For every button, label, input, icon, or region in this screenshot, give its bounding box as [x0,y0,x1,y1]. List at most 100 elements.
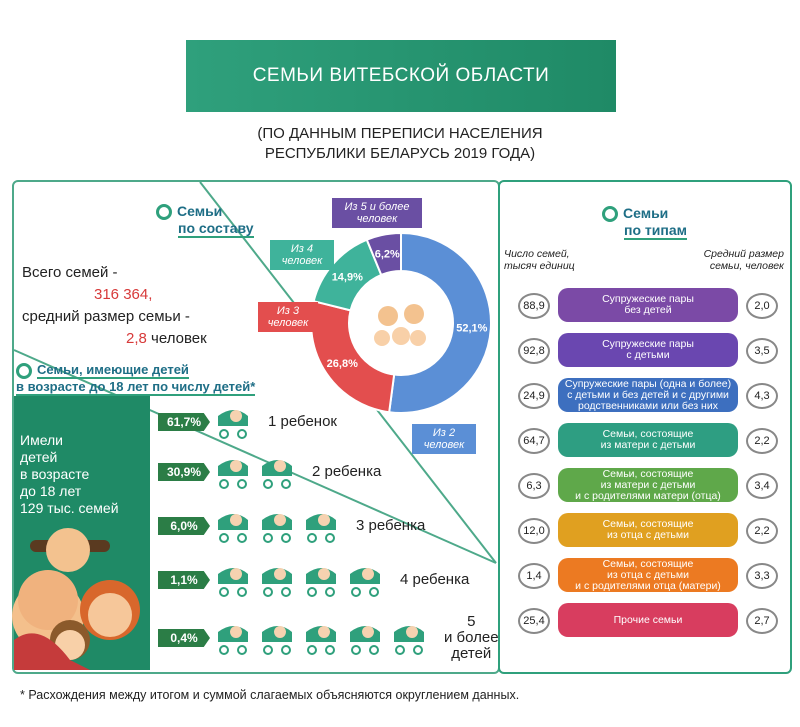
children-row: 0,4%5 и более детей [158,614,499,662]
children-count-label: 3 ребенка [356,517,426,534]
children-pct-badge: 61,7% [158,413,210,431]
stroller-icon [390,618,430,658]
stroller-icon [214,402,254,442]
page-subtitle: (ПО ДАННЫМ ПЕРЕПИСИ НАСЕЛЕНИЯ РЕСПУБЛИКИ… [150,124,650,164]
bullet-ring-icon [602,206,618,223]
family-face-2 [392,327,410,345]
callout-s4: Из 4 человек [270,240,334,270]
family-type-size: 2,0 [746,293,778,319]
types-heading: Семьи по типам [602,205,687,241]
total-value: 316 364, [94,286,153,303]
family-type-label: Супружеские пары без детей [558,288,738,322]
types-heading-line-2: по типам [624,222,687,241]
donut-center [353,275,449,371]
children-row: 6,0% 3 ребенка [158,506,425,546]
family-type-count: 88,9 [518,293,550,319]
family-type-size: 3,5 [746,338,778,364]
family-type-size: 3,3 [746,563,778,589]
children-heading-line-1: Семьи, имеющие детей [37,362,189,379]
children-note-line-4: до 18 лет [20,483,82,499]
family-type-label: Супружеские пары (одна и более) с детьми… [558,378,738,412]
children-count-label: 1 ребенок [268,413,337,430]
stroller-icon [214,618,254,658]
callout-s3: Из 3 человек [258,302,318,332]
children-row: 61,7% 1 ребенок [158,402,337,442]
children-note-line-2: детей [20,449,58,465]
children-row: 30,9% 2 ребенка [158,452,381,492]
family-type-label: Семьи, состоящие из отца с детьми [558,513,738,547]
total-label: Всего семей - [22,264,118,281]
family-type-size: 3,4 [746,473,778,499]
family-type-label: Прочие семьи [558,603,738,637]
children-count-label: 4 ребенка [400,571,470,588]
family-type-count: 92,8 [518,338,550,364]
subtitle-line-2: РЕСПУБЛИКИ БЕЛАРУСЬ 2019 ГОДА) [264,145,536,162]
children-pct-badge: 1,1% [158,571,210,589]
family-face-3 [410,330,426,346]
right-panel-frame [498,180,792,674]
family-type-size: 4,3 [746,383,778,409]
types-left-column-head: Число семей, тысяч единиц [504,248,575,272]
avg-unit: человек [151,330,207,347]
stroller-icon [346,618,386,658]
donut-label-s2: 52,1% [456,323,487,335]
avg-value: 2,8 [126,330,147,347]
family-type-row: Прочие семьи 25,4 2,7 [518,603,778,637]
stroller-icon [214,452,254,492]
callout-s2: Из 2 человек [412,424,476,454]
children-note-line-1: Имели [20,432,63,448]
donut-slice-s5 [365,231,402,277]
family-type-label: Семьи, состоящие из отца с детьми и с ро… [558,558,738,592]
family-type-size: 2,2 [746,518,778,544]
stroller-icon [302,618,342,658]
family-type-row: Супружеские пары (одна и более) с детьми… [518,378,778,412]
stroller-icon [214,506,254,546]
donut-slice-s2 [388,231,492,414]
callout-s5: Из 5 и более человек [332,198,422,228]
children-note: Имели детей в возрасте до 18 лет 129 тыс… [20,432,128,517]
family-type-count: 1,4 [518,563,550,589]
children-heading-line-2: в возрасте до 18 лет по числу детей* [16,378,256,396]
family-face-0 [378,306,398,326]
children-note-line-3: в возрасте [20,466,90,482]
family-type-count: 25,4 [518,608,550,634]
total-families-text: Всего семей - 316 364, средний размер се… [22,262,207,350]
children-count-label: 2 ребенка [312,463,382,480]
stroller-icon [214,560,254,600]
composition-heading-line-2: по составу [178,220,254,239]
family-face-1 [404,304,424,324]
family-face-4 [374,330,390,346]
children-row: 1,1% 4 ребенка [158,560,469,600]
stroller-icon [302,560,342,600]
family-type-row: Супружеские пары без детей 88,9 2,0 [518,288,778,322]
family-type-label: Семьи, состоящие из матери с детьми [558,423,738,457]
stroller-icon [258,560,298,600]
stroller-icon [258,506,298,546]
family-type-size: 2,7 [746,608,778,634]
family-type-label: Семьи, состоящие из матери с детьми и с … [558,468,738,502]
children-heading: Семьи, имеющие детей в возрасте до 18 ле… [16,362,256,396]
types-right-column-head: Средний размер семьи, человек [703,248,784,272]
types-heading-line-1: Семьи [623,205,669,221]
bullet-ring-icon [156,204,172,221]
composition-heading-line-1: Семьи [177,203,223,219]
family-type-row: Семьи, состоящие из отца с детьми 12,0 2,2 [518,513,778,547]
avg-label: средний размер семьи - [22,308,190,325]
donut-label-s3: 26,8% [327,358,358,370]
stroller-icon [346,560,386,600]
donut-label-s5: 6,2% [375,248,400,260]
stroller-icon [258,452,298,492]
children-pct-badge: 6,0% [158,517,210,535]
composition-heading: Семьи по составу [156,203,254,239]
family-type-count: 6,3 [518,473,550,499]
children-pct-badge: 30,9% [158,463,210,481]
children-count-label: 5 и более детей [444,613,499,662]
subtitle-line-1: (ПО ДАННЫМ ПЕРЕПИСИ НАСЕЛЕНИЯ [257,125,543,142]
donut-label-s4: 14,9% [332,272,363,284]
family-type-row: Семьи, состоящие из отца с детьми и с ро… [518,558,778,592]
children-note-line-5: 129 тыс. семей [20,500,119,516]
family-type-count: 12,0 [518,518,550,544]
family-type-count: 24,9 [518,383,550,409]
